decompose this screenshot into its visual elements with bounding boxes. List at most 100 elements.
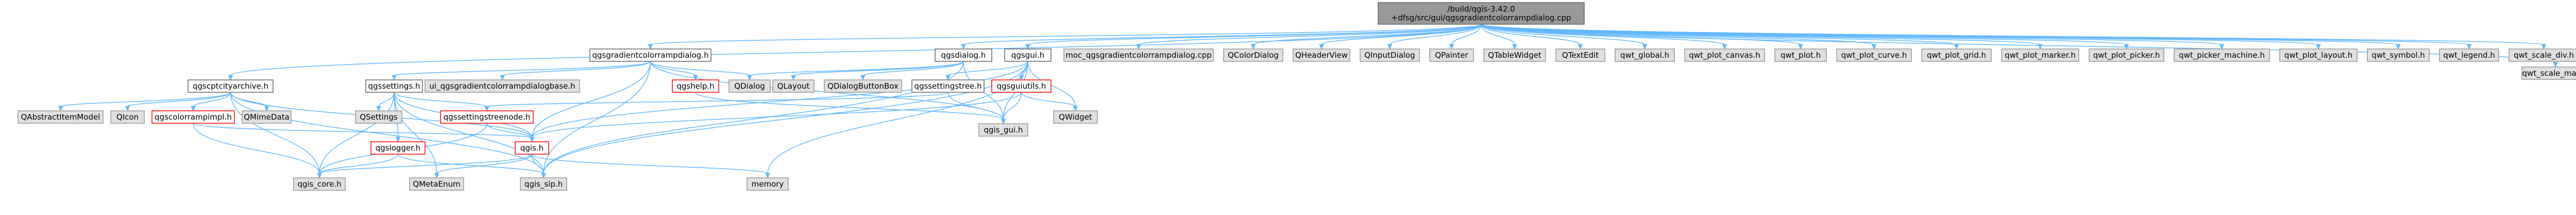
node-qwt-plot-grid-h[interactable]: qwt_plot_grid.h [1921,48,1992,62]
node-qgshelp-h[interactable]: qgshelp.h [672,79,719,93]
node-qgssettingstree-h[interactable]: qgssettingstree.h [911,79,985,93]
node-QMimeData[interactable]: QMimeData [242,110,292,124]
node-qwt-global-h[interactable]: qwt_global.h [1615,48,1675,62]
node-qgsguiutils-h[interactable]: qgsguiutils.h [991,79,1052,93]
node-qgis-h[interactable]: qgis.h [515,141,549,155]
edge-qgssettingstree_h-to-qgssettingstreenode_h [484,92,948,112]
node-QColorDialog[interactable]: QColorDialog [1223,48,1283,62]
node-label: QColorDialog [1228,51,1279,60]
node-QWidget[interactable]: QWidget [1053,110,1098,124]
edge-qgscptcityarchive_h-to-QAbstractItemModel [58,92,231,112]
node-label: qgsguiutils.h [997,81,1046,91]
edge-qgssettings_h-to-qgssettingstreenode_h [394,92,489,112]
node-memory[interactable]: memory [747,177,789,191]
node-label: qwt_global.h [1620,51,1669,60]
node-label: moc_qgsgradientcolorrampdialog.cpp [1065,51,1212,60]
edge-qgssettingstree_h-to-qgis_gui_h [947,92,1006,125]
node-qgsgui-h[interactable]: qgsgui.h [1004,48,1052,62]
edge-qgscolorrampimpl_h-to-qgis_core_h [193,123,322,179]
node-qgssettingstreenode-h[interactable]: qgssettingstreenode.h [440,110,534,124]
edge-root-to-qwt_plot_canvas_h [1481,24,1727,50]
node-label: qwt_plot_grid.h [1927,51,1986,60]
node-qwt-plot-marker-h[interactable]: qwt_plot_marker.h [2001,48,2079,62]
edge-qgshelp_h-to-qgis_gui_h [695,92,1006,125]
edge-qgsgradientcolorrampdialog_h-to-ui_qgsgradientcolorrampdialogbase_h [500,61,651,81]
node-label: QDialogButtonBox [827,81,899,91]
node-qgssettings-h[interactable]: qgssettings.h [365,79,423,93]
node-label: qwt_plot_canvas.h [1689,51,1760,60]
node-moc[interactable]: moc_qgsgradientcolorrampdialog.cpp [1063,48,1214,62]
edge-qgsgui_h-to-qgssettingstree_h [945,61,1028,81]
nodes-layer: /build/qgis-3.42.0+dfsg/src/gui/qgsgradi… [18,2,2576,191]
node-qgslogger-h[interactable]: qgslogger.h [370,141,426,155]
edge-qgis_h-to-QMetaEnum [434,154,533,179]
node-label: QLayout [777,81,810,91]
node-root[interactable]: /build/qgis-3.42.0+dfsg/src/gui/qgsgradi… [1378,2,1585,25]
node-qwt-plot-canvas-h[interactable]: qwt_plot_canvas.h [1684,48,1765,62]
node-QDialogButtonBox[interactable]: QDialogButtonBox [824,79,902,93]
node-label: qgscolorrampimpl.h [155,112,232,122]
node-qwt-legend-h[interactable]: qwt_legend.h [2439,48,2499,62]
edge-qgis_h-to-memory [531,154,770,179]
node-label: qgssettingstreenode.h [444,112,531,122]
node-QLayout[interactable]: QLayout [772,79,815,93]
node-qwt-plot-picker-h[interactable]: qwt_plot_picker.h [2089,48,2164,62]
node-label: /build/qgis-3.42.0 [1447,5,1515,14]
node-qwt-symbol-h[interactable]: qwt_symbol.h [2367,48,2430,62]
node-qgscptcityarchive-h[interactable]: qgscptcityarchive.h [188,79,274,93]
edge-qgsdialog_h-to-qgis_sip_h [541,61,964,179]
edge-qgsgradientcolorrampdialog_h-to-qgis_h [529,61,651,143]
node-qgis-gui-h[interactable]: qgis_gui.h [978,123,1028,137]
node-qwt-picker-machine-h[interactable]: qwt_picker_machine.h [2174,48,2270,62]
node-label: qgis_core.h [297,179,341,189]
node-qgscolorrampimpl-h[interactable]: qgscolorrampimpl.h [151,110,235,124]
node-label: qwt_plot.h [1781,51,1821,60]
node-label: QMetaEnum [413,179,460,189]
node-QIcon[interactable]: QIcon [110,110,145,124]
edge-root-to-moc [1136,24,1482,50]
node-label: memory [752,179,784,189]
node-label: qwt_symbol.h [2371,51,2425,60]
node-qwt-scale-div-h[interactable]: qwt_scale_div.h [2509,48,2576,62]
node-ui-qgsgradientcolorrampdialogbase-h[interactable]: ui_qgsgradientcolorrampdialogbase.h [425,79,580,93]
edge-qgscolorrampimpl_h-to-qgis_h [193,123,535,143]
node-label: qgscptcityarchive.h [193,81,268,91]
edge-qgssettingstreenode_h-to-qgis_h [486,123,535,143]
node-label: qgshelp.h [676,81,715,91]
node-qwt-scale-map-h[interactable]: qwt_scale_map.h [2521,67,2576,80]
node-QHeaderView[interactable]: QHeaderView [1293,48,1350,62]
node-QSettings[interactable]: QSettings [355,110,402,124]
node-label: QIcon [116,112,139,122]
node-label: qgis_gui.h [984,125,1023,135]
node-QTableWidget[interactable]: QTableWidget [1483,48,1546,62]
node-qgsdialog-h[interactable]: qgsdialog.h [935,48,992,62]
edge-root-to-QInputDialog [1387,24,1482,50]
node-qwt-plot-layout-h[interactable]: qwt_plot_layout.h [2279,48,2358,62]
node-QInputDialog[interactable]: QInputDialog [1360,48,1420,62]
edge-qgsguiutils_h-to-QWidget [1021,92,1078,112]
node-label: qwt_picker_machine.h [2179,51,2265,60]
edge-root-to-QHeaderView [1319,24,1482,50]
node-QTextEdit[interactable]: QTextEdit [1555,48,1605,62]
node-QPainter[interactable]: QPainter [1429,48,1474,62]
node-qgis-sip-h[interactable]: qgis_sip.h [520,177,567,191]
node-qwt-plot-h[interactable]: qwt_plot.h [1774,48,1827,62]
edge-qgscptcityarchive_h-to-qgis_core_h [230,92,322,179]
node-QAbstractItemModel[interactable]: QAbstractItemModel [18,110,104,124]
node-qgsgradientcolorrampdialog-h[interactable]: qgsgradientcolorrampdialog.h [589,48,711,62]
edge-qgis_h-to-qgis_core_h [317,154,533,179]
node-QMetaEnum[interactable]: QMetaEnum [409,177,464,191]
node-qwt-plot-curve-h[interactable]: qwt_plot_curve.h [1836,48,1912,62]
node-qgis-core-h[interactable]: qgis_core.h [293,177,346,191]
node-label: QTextEdit [1562,51,1599,60]
node-label: qwt_plot_picker.h [2093,51,2160,60]
node-label: qgis.h [520,143,544,153]
node-label: qwt_plot_layout.h [2284,51,2353,60]
node-label: ui_qgsgradientcolorrampdialogbase.h [429,81,575,91]
node-QDialog[interactable]: QDialog [728,79,771,93]
node-label: qwt_plot_marker.h [2005,51,2076,60]
edge-qgis_h-to-qgis_sip_h [531,154,546,179]
edge-root-to-qgsgradientcolorrampdialog_h [648,24,1482,50]
node-label: QHeaderView [1295,51,1348,60]
edge-qgssettings_h-to-QSettings [376,92,395,112]
